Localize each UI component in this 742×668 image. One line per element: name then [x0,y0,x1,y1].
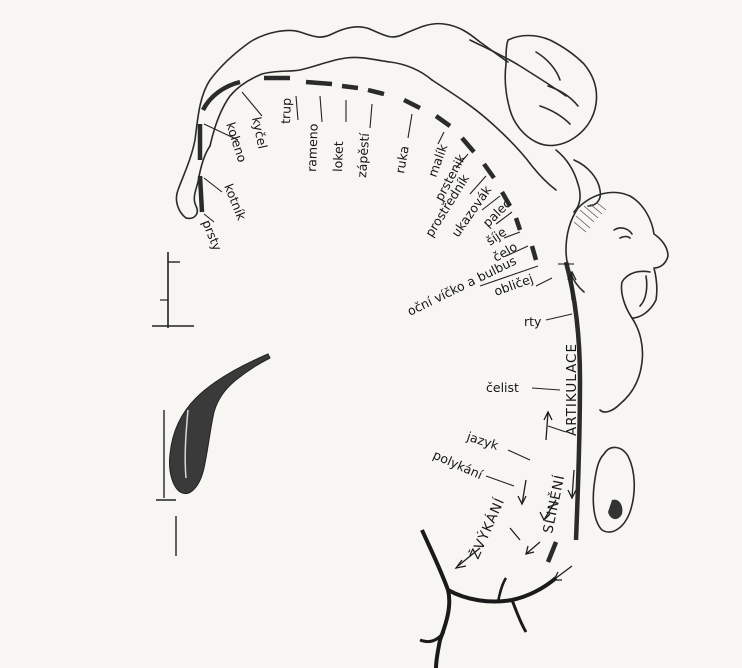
tongue-figure [593,447,634,532]
label-ruka: ruka [392,145,412,175]
left-figures [152,252,270,556]
label-polykani: polykání [431,447,486,482]
label-trup: trup [278,98,294,124]
label-artikulace: ARTIKULACE [564,343,580,436]
label-celist: čelist [486,380,519,395]
label-zapesti: zápěstí [354,132,372,178]
motor-cortex-strip [200,78,580,562]
arrows [456,272,576,580]
labels: prsty kotník koleno kyčel trup rameno lo… [199,98,580,562]
label-rty: rty [524,314,542,329]
body-figure [176,24,600,219]
label-jazyk: jazyk [464,428,501,453]
label-prsty: prsty [199,218,225,254]
label-koleno: koleno [223,120,250,164]
lower-branching-figure [420,530,556,668]
label-kotnik: kotník [221,182,249,224]
label-loket: loket [330,141,346,172]
label-kycel: kyčel [249,116,270,151]
label-rameno: rameno [304,123,321,172]
label-sliniani: SLINĚNÍ [539,473,568,535]
label-zvykani: ŽVÝKÁNÍ [465,494,508,561]
